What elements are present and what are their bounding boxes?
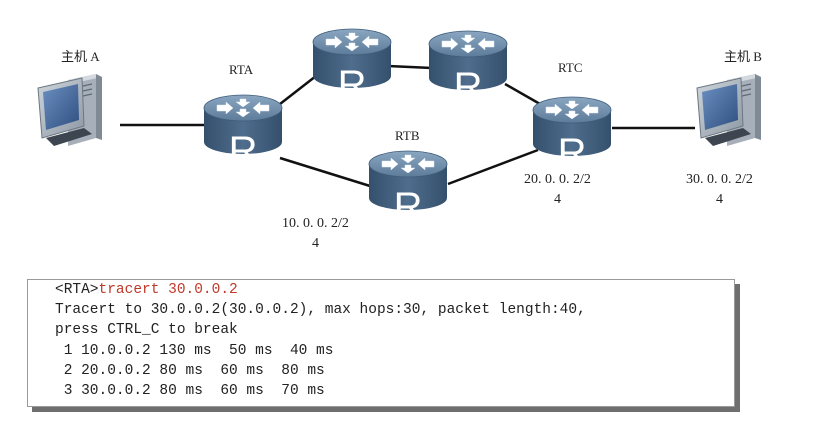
- host-b-address: 30. 0. 0. 2/2 4: [686, 170, 753, 210]
- rtc-address-ip: 20. 0. 0. 2/2: [524, 172, 591, 187]
- rtb-address-suffix: 4: [311, 236, 319, 251]
- link-rtb-rtc: [447, 148, 539, 186]
- command-text: tracert 30.0.0.2: [98, 282, 238, 298]
- host-a-label: 主机 A: [61, 49, 100, 64]
- rtc-router-icon: R: [532, 96, 612, 175]
- rtc-address: 20. 0. 0. 2/2 4: [524, 170, 591, 210]
- top-left-router-icon: R: [312, 28, 392, 107]
- host-b-label: 主机 B: [724, 49, 762, 64]
- tracert-output-panel: <RTA>tracert 30.0.0.2 Tracert to 30.0.0.…: [27, 279, 735, 407]
- link-rta-rtb: [279, 156, 371, 188]
- output-line: 1 10.0.0.2 130 ms 50 ms 40 ms: [55, 343, 334, 359]
- top-right-router-icon: R: [428, 30, 508, 109]
- rtc-label: RTC: [558, 60, 583, 75]
- svg-text:R: R: [229, 129, 258, 173]
- host-a-computer-icon: [37, 73, 103, 147]
- rtb-address: 10. 0. 0. 2/2 4: [282, 214, 349, 254]
- link-router2-rtc: [504, 82, 541, 106]
- rtb-label: RTB: [395, 128, 420, 143]
- rtc-address-suffix: 4: [553, 192, 561, 207]
- svg-text:R: R: [454, 65, 483, 109]
- rta-router-icon: R: [203, 94, 283, 173]
- host-b-computer-icon: [696, 73, 762, 147]
- rtb-address-ip: 10. 0. 0. 2/2: [282, 216, 349, 231]
- command-prompt: <RTA>: [55, 282, 99, 298]
- output-line: press CTRL_C to break: [55, 322, 238, 338]
- svg-text:R: R: [558, 131, 587, 175]
- host-b-address-suffix: 4: [715, 192, 723, 207]
- host-b-address-ip: 30. 0. 0. 2/2: [686, 172, 753, 187]
- rta-label: RTA: [229, 62, 254, 77]
- link-rta-router1: [279, 75, 317, 105]
- links: [120, 64, 695, 188]
- network-diagram: R R R R R: [37, 28, 762, 229]
- output-line: 3 30.0.0.2 80 ms 60 ms 70 ms: [55, 383, 325, 399]
- link-router1-router2: [387, 64, 433, 70]
- output-line: Tracert to 30.0.0.2(30.0.0.2), max hops:…: [55, 302, 586, 318]
- command-line: <RTA>tracert 30.0.0.2: [55, 282, 238, 298]
- svg-text:R: R: [338, 63, 367, 107]
- svg-text:R: R: [394, 185, 423, 229]
- rtb-router-icon: R: [368, 150, 448, 229]
- output-line: 2 20.0.0.2 80 ms 60 ms 80 ms: [55, 363, 325, 379]
